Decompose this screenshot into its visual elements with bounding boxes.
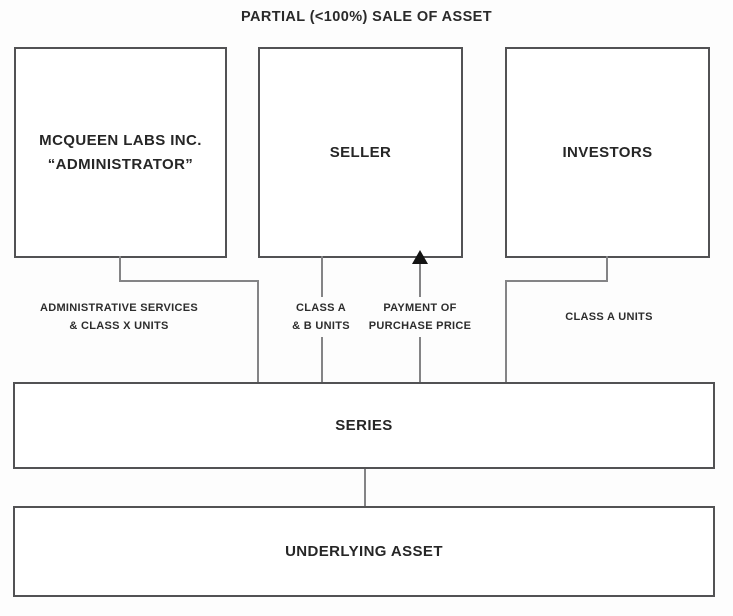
investors-box: INVESTORS <box>505 47 710 258</box>
investors-label: INVESTORS <box>562 143 653 161</box>
edge-label-class-a-b-units: CLASS A & B UNITS <box>287 297 355 337</box>
connector-investors-drop <box>606 256 608 282</box>
seller-box: SELLER <box>258 47 463 258</box>
connector-investors-to-series <box>505 280 507 382</box>
arrow-up-icon <box>412 250 428 264</box>
administrator-box: MCQUEEN LABS INC. “ADMINISTRATOR” <box>14 47 227 258</box>
diagram-title: PARTIAL (<100%) SALE OF ASSET <box>240 9 493 25</box>
underlying-asset-box: UNDERLYING ASSET <box>13 506 715 597</box>
series-box: SERIES <box>13 382 715 469</box>
edge-label-class-a-units: CLASS A UNITS <box>560 306 658 328</box>
underlying-asset-label: UNDERLYING ASSET <box>285 542 443 560</box>
edge-label-payment-of-purchase-price: PAYMENT OF PURCHASE PRICE <box>363 297 477 337</box>
edge-label-administrative-services: ADMINISTRATIVE SERVICES & CLASS X UNITS <box>34 297 204 337</box>
series-label: SERIES <box>335 416 393 434</box>
connector-administrator-drop <box>119 256 121 282</box>
connector-series-to-underlying-asset <box>364 467 366 506</box>
connector-administrator-elbow <box>119 280 259 282</box>
administrator-name: MCQUEEN LABS INC. <box>39 132 202 150</box>
administrator-role: “ADMINISTRATOR” <box>47 155 194 173</box>
connector-investors-elbow <box>505 280 608 282</box>
seller-label: SELLER <box>329 143 392 161</box>
connector-administrator-to-series <box>257 280 259 382</box>
